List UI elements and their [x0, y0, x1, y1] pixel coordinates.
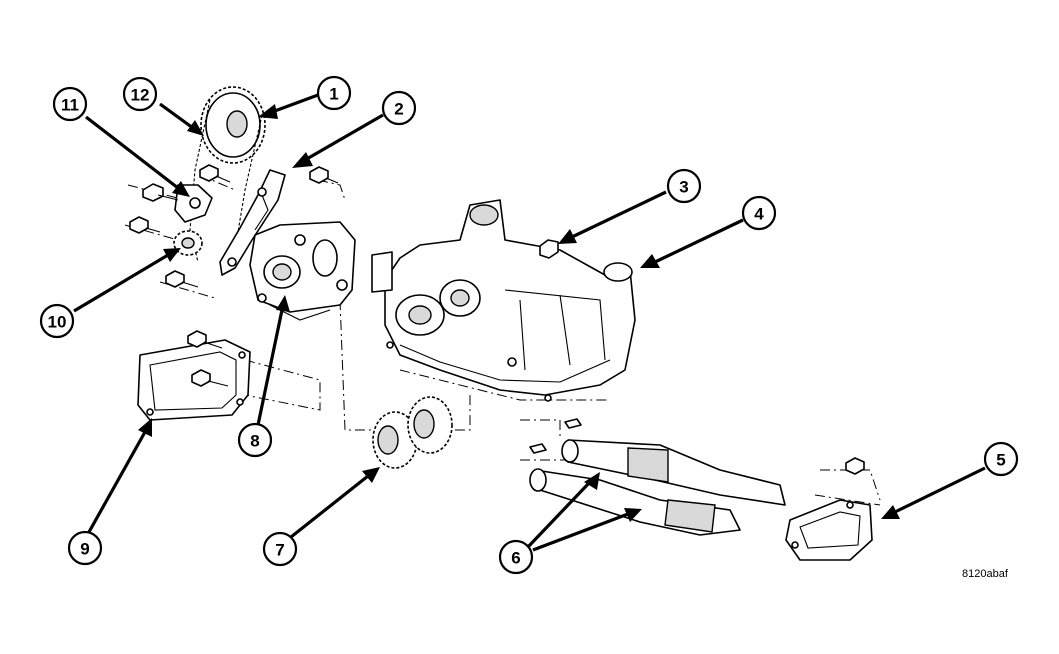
callout-5-label: 5: [996, 451, 1005, 470]
idler-sprocket: [173, 230, 203, 256]
callout-3-label: 3: [679, 178, 688, 197]
oil-pump-body: [249, 221, 356, 321]
chain-tensioner-arm: [219, 169, 286, 276]
callout-1: 1: [316, 75, 352, 111]
callout-7: 7: [262, 531, 298, 567]
callout-2: 2: [381, 90, 417, 126]
callout-8: 8: [237, 422, 273, 458]
callout-6-label: 6: [511, 549, 520, 568]
figure-id: 8120abaf: [962, 568, 1008, 580]
callout-6: 6: [498, 539, 534, 575]
bolts-upper-left: [129, 164, 339, 288]
callout-4-label: 4: [754, 205, 764, 224]
balance-shafts: [529, 418, 786, 536]
callout-10-label: 10: [48, 313, 67, 332]
callout-8-label: 8: [250, 432, 259, 451]
callout-12-label: 12: [131, 86, 150, 105]
balance-shaft-gears: [372, 396, 453, 469]
callout-7-label: 7: [275, 541, 284, 560]
callout-2-label: 2: [394, 100, 403, 119]
callout-4: 4: [741, 195, 777, 231]
callout-9-label: 9: [80, 540, 89, 559]
callout-12: 12: [122, 76, 158, 112]
pump-cover-plate: [137, 330, 251, 421]
callout-11: 11: [52, 86, 88, 122]
callout-11-label: 11: [61, 96, 79, 115]
camshaft-sprocket: [200, 86, 266, 164]
callout-9: 9: [67, 530, 103, 566]
callout-3: 3: [666, 168, 702, 204]
balance-shaft-housing: [371, 199, 636, 402]
callout-10: 10: [39, 303, 75, 339]
shaft-end-cover: [785, 457, 873, 561]
housing-plug: [539, 239, 559, 259]
leader-lines: [73, 93, 986, 552]
callout-5: 5: [983, 441, 1019, 477]
callout-1-label: 1: [329, 85, 338, 104]
